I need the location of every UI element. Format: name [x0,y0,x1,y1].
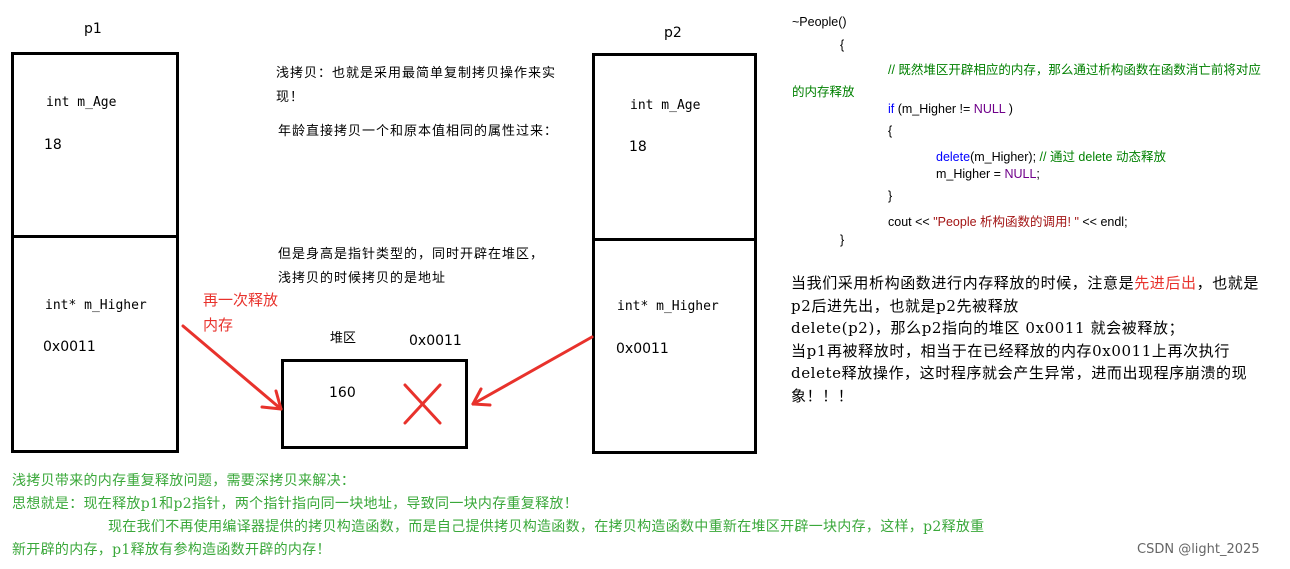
arrow-p1-to-heap [181,324,283,411]
code-assign-end: ; [1036,167,1040,181]
code-delete-keyword: delete [936,150,971,164]
code-line-delete: delete(m_Higher); // 通过 delete 动态释放 [936,146,1166,165]
code-comment-line: // 既然堆区开辟相应的内存，那么通过析构函数在函数消亡前将对应 [888,63,1261,77]
code-line-2: { [840,38,845,52]
code-assign-null: NULL [1004,167,1037,181]
summary-line-3: 现在我们不再使用编译器提供的拷贝构造函数，而是自己提供拷贝构造函数，在拷贝构造函… [108,519,985,535]
code-if-end: ) [1005,102,1013,116]
explanation-line-3: delete(p2)，那么p2指向的堆区 0x0011 就会被释放； [791,319,1185,337]
explanation-part-2: ，也就是p2后进先出，也就是p2先被释放 [791,274,1260,315]
arrow-p2-to-heap [471,335,594,407]
release-again-note: 再一次释放内存 [203,291,279,334]
code-line-assign: m_Higher = NULL; [936,167,1040,181]
p2-age-label: int m_Age [630,98,701,113]
freed-cross-icon [403,383,442,425]
explanation-fifo-highlight: 先进后出 [1134,274,1197,292]
code-cout-end: << endl; [1078,215,1128,229]
shallow-copy-note-2: 年龄直接拷贝一个和原本值相同的属性过来： [278,124,559,139]
code-delete-comment: // 通过 delete 动态释放 [1039,150,1166,164]
code-line-8: } [888,189,893,203]
shallow-copy-note-3: 但是身高是指针类型的，同时开辟在堆区，浅拷贝的时候拷贝的是地址 [278,247,545,286]
summary-line-2: 思想就是：现在释放p1和p2指针，两个指针指向同一块地址，导致同一块内存重复释放… [12,496,579,512]
p1-title: p1 [84,21,102,37]
code-if-null: NULL [973,102,1006,116]
code-line-1: ~People() [792,15,847,29]
p1-higher-value: 0x0011 [43,339,96,355]
code-line-10: } [840,233,845,247]
code-comment-continuation: 的内存释放 [792,85,855,99]
heap-value: 160 [329,385,356,401]
p1-higher-box [11,235,179,453]
watermark: CSDN @light_2025 [1137,542,1260,557]
code-line-if: if (m_Higher != NULL ) [888,102,1013,116]
heap-box [281,359,468,449]
shallow-copy-note-1: 浅拷贝：也就是采用最简单复制拷贝操作来实现！ [276,66,557,105]
code-cout-start: cout << [888,215,934,229]
summary-line-4: 新开辟的内存，p1释放有参构造函数开辟的内存！ [12,542,331,558]
p1-higher-label: int* m_Higher [45,298,147,313]
p2-higher-value: 0x0011 [616,341,669,357]
p2-age-value: 18 [629,139,647,155]
code-line-5: { [888,124,893,138]
code-if-keyword: if [888,102,895,116]
heap-label: 堆区 [330,331,357,346]
p2-higher-label: int* m_Higher [617,299,719,314]
p1-age-value: 18 [44,137,62,153]
p1-age-label: int m_Age [46,95,117,110]
heap-address: 0x0011 [409,333,462,349]
code-cout-string: "People 析构函数的调用! " [933,215,1079,229]
code-if-condition: (m_Higher != [894,102,974,116]
explanation-line-4: 当p1再被释放时，相当于在已经释放的内存0x0011上再次执行delete释放操… [791,341,1248,405]
explanation-part-1: 当我们采用析构函数进行内存释放的时候，注意是 [791,274,1135,292]
code-assign-start: m_Higher = [936,167,1005,181]
explanation-paragraph: 当我们采用析构函数进行内存释放的时候，注意是先进后出，也就是p2后进先出，也就是… [791,272,1273,407]
code-delete-args: (m_Higher); [970,150,1040,164]
summary-line-1: 浅拷贝带来的内存重复释放问题，需要深拷贝来解决： [12,473,356,489]
code-line-cout: cout << "People 析构函数的调用! " << endl; [888,211,1128,230]
p2-title: p2 [664,25,682,41]
p2-higher-box [592,238,757,454]
